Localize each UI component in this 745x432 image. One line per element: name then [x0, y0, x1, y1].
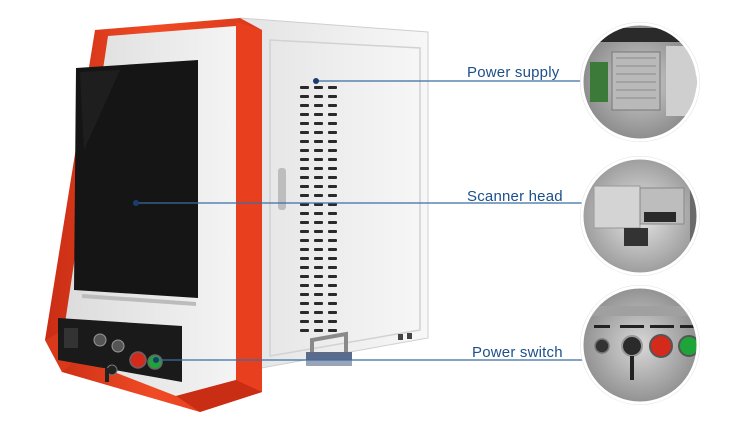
callout-dot-power-switch — [153, 357, 159, 363]
emergency-stop-icon — [129, 351, 147, 369]
callout-dot-scanner-head — [133, 200, 139, 206]
window-handle-bar — [82, 294, 196, 306]
control-panel — [58, 318, 182, 382]
front-pull-handle — [306, 331, 352, 366]
cabinet-side-panel — [239, 17, 429, 373]
callout-label-power-switch: Power switch — [472, 344, 563, 361]
callout-dot-power-supply — [313, 78, 319, 84]
door-handle — [278, 168, 286, 210]
callout-label-power-supply: Power supply — [467, 64, 560, 81]
viewing-window — [74, 60, 198, 298]
thumbnail-power-switch — [580, 285, 700, 405]
vent-slots — [300, 86, 337, 332]
thumbnail-power-supply — [580, 22, 700, 142]
thumbnail-scanner-head — [580, 156, 700, 276]
callout-lines — [136, 80, 583, 361]
callout-label-scanner-head: Scanner head — [467, 188, 563, 205]
